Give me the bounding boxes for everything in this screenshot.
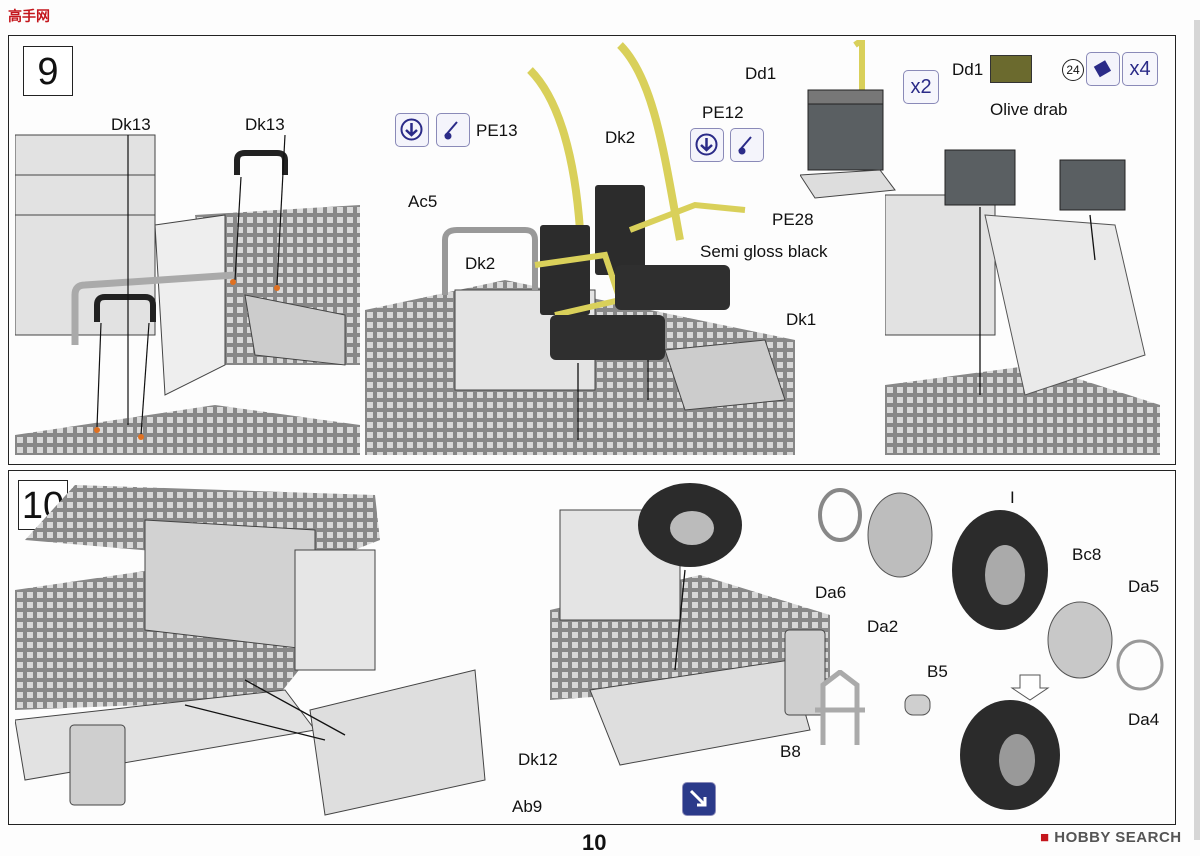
page-edge-tab bbox=[1194, 20, 1200, 840]
step-9-frame bbox=[8, 35, 1176, 465]
step9-panel2-illustration bbox=[365, 42, 795, 455]
page-number: 10 bbox=[582, 830, 607, 855]
hobby-search-watermark: ■ HOBBY SEARCH bbox=[1040, 829, 1182, 846]
watermark-text: 高手网 bbox=[8, 8, 50, 24]
dk1-label: Dk1 bbox=[786, 310, 817, 329]
step9-panel1-illustration bbox=[15, 134, 360, 455]
dd1-left-label: Dd1 bbox=[745, 64, 777, 83]
da6-label: Da6 bbox=[815, 583, 847, 602]
step9-battery-illustration bbox=[800, 40, 896, 199]
arrow-down-icon bbox=[395, 113, 429, 147]
step10-truck-rear-right bbox=[550, 483, 830, 766]
step-10-frame bbox=[8, 470, 1176, 825]
pe12-label: PE12 bbox=[702, 103, 744, 122]
da5-label: Da5 bbox=[1128, 577, 1160, 596]
b8-bracket bbox=[815, 670, 865, 745]
semi-gloss-label: Semi gloss black bbox=[700, 242, 828, 261]
paint-pot-icon bbox=[1086, 52, 1120, 86]
dk13-left-label: Dk13 bbox=[111, 115, 151, 134]
x4-multiplier: x4 bbox=[1122, 52, 1158, 86]
dk2-left-label: Dk2 bbox=[465, 254, 496, 273]
ac5-label: Ac5 bbox=[408, 192, 438, 211]
olive-drab-label: Olive drab bbox=[990, 100, 1068, 119]
bc8-label: Bc8 bbox=[1072, 545, 1102, 564]
step-9-number: 9 bbox=[23, 46, 73, 96]
glue-icon bbox=[436, 113, 470, 147]
da4-label: Da4 bbox=[1128, 710, 1160, 729]
arrow-down-icon-2 bbox=[690, 128, 724, 162]
pe28-label: PE28 bbox=[772, 210, 814, 229]
watermark-logo: 高手网 bbox=[8, 6, 50, 26]
dk2-top-label: Dk2 bbox=[605, 128, 636, 147]
dd1-right-label: Dd1 bbox=[952, 60, 984, 79]
glue-icon-2 bbox=[730, 128, 764, 162]
ab9-label: Ab9 bbox=[512, 797, 543, 816]
b8-label: B8 bbox=[780, 742, 801, 761]
b5-label: B5 bbox=[927, 662, 948, 681]
paint-number-badge: 24 bbox=[1062, 59, 1084, 81]
dk12-label: Dk12 bbox=[518, 750, 558, 769]
step10-truck-bed-left bbox=[15, 485, 486, 816]
swap-arrow-icon bbox=[682, 782, 716, 816]
hobby-search-icon: ■ bbox=[1040, 829, 1050, 846]
tire-i-label: I bbox=[1010, 488, 1015, 507]
x2-multiplier: x2 bbox=[903, 70, 939, 104]
step9-panel4-illustration bbox=[885, 149, 1160, 455]
pe13-label: PE13 bbox=[476, 121, 518, 140]
olive-paint-swatch bbox=[990, 55, 1032, 83]
da2-label: Da2 bbox=[867, 617, 899, 636]
dk13-right-label: Dk13 bbox=[245, 115, 285, 134]
step10-wheel-exploded bbox=[818, 488, 1164, 810]
